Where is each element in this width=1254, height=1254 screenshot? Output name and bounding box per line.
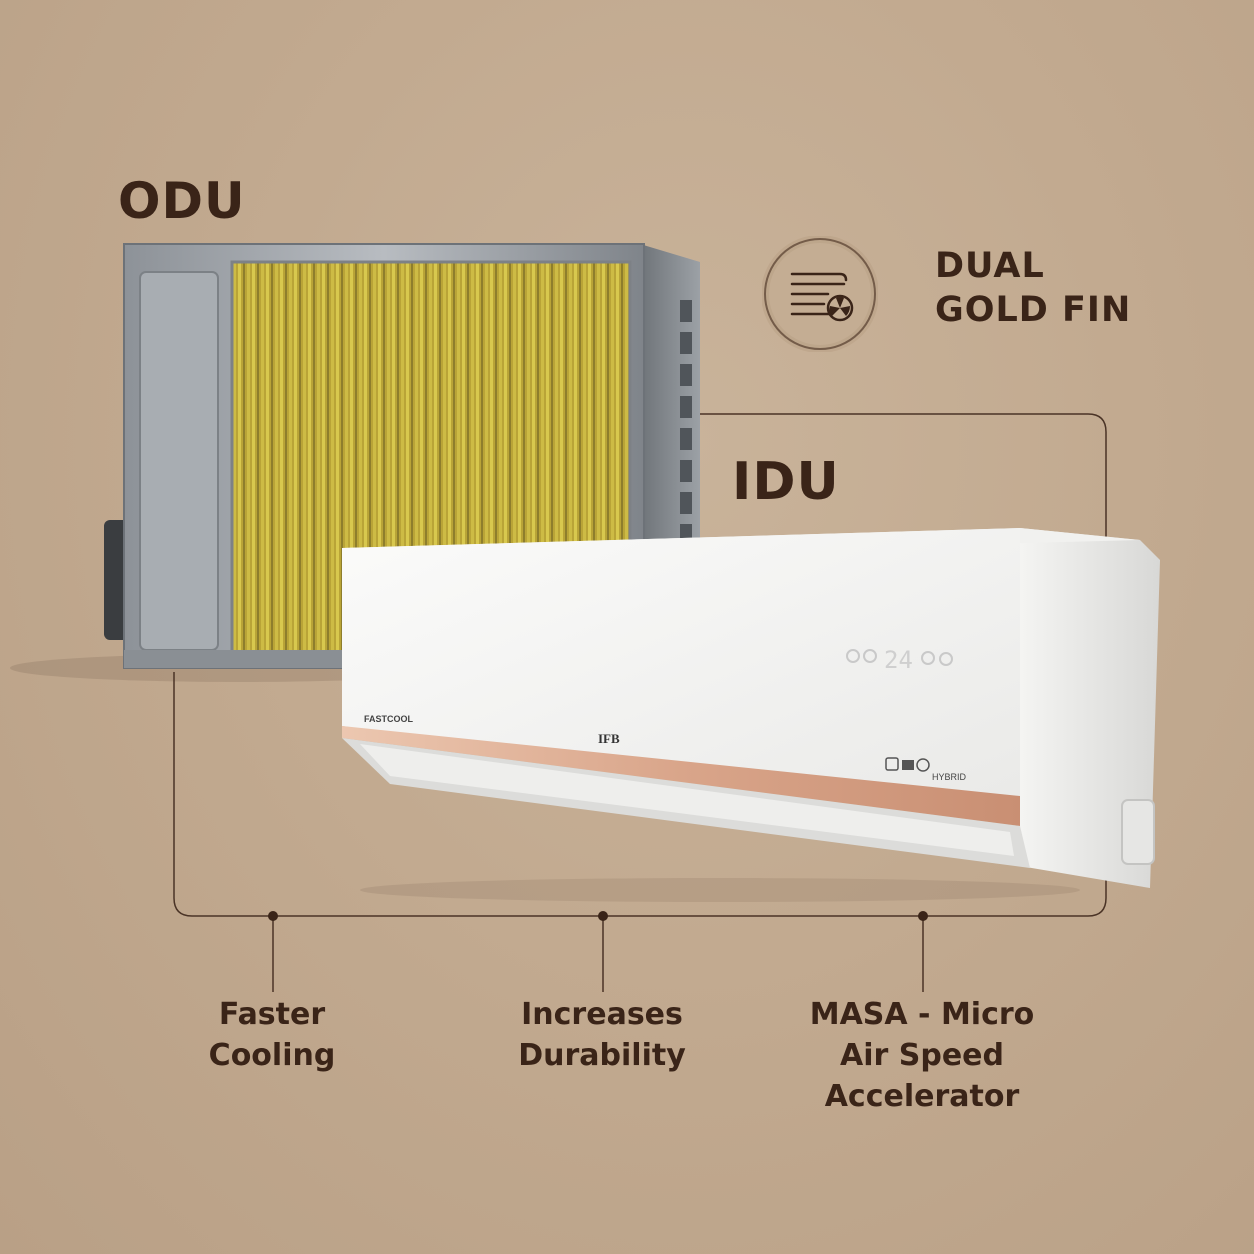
connector-lines: [173, 413, 1107, 992]
feature-3-line2: Air Speed: [840, 1038, 1004, 1073]
feature-3-line3: Accelerator: [824, 1079, 1020, 1114]
dual-gold-fin-label: DUAL GOLD FIN: [935, 244, 1131, 332]
fastcool-badge: FASTCOOL: [364, 714, 414, 724]
feature-3-line1: MASA - Micro: [809, 997, 1035, 1032]
idu-display: 24: [846, 646, 953, 674]
feature-dot-3: [918, 911, 928, 921]
idu-title: IDU: [732, 452, 840, 512]
hybrid-badge: HYBRID: [932, 772, 967, 782]
feature-masa: MASA - Micro Air Speed Accelerator: [772, 994, 1072, 1117]
indoor-unit: 24 FASTCOOL IFB HYBRID: [342, 528, 1160, 888]
feature-1-line2: Cooling: [208, 1038, 336, 1073]
display-temperature: 24: [884, 646, 913, 674]
feature-1-line1: Faster: [218, 997, 326, 1032]
feature-2-line1: Increases: [521, 997, 683, 1032]
brand-logo: IFB: [598, 731, 620, 746]
dual-gold-fin-line2: GOLD FIN: [935, 290, 1132, 330]
feature-faster-cooling: Faster Cooling: [122, 994, 422, 1076]
odu-title: ODU: [118, 172, 246, 230]
feature-2-line2: Durability: [518, 1038, 686, 1073]
dual-gold-fin-line1: DUAL: [935, 246, 1045, 286]
coil-fan-icon: [762, 236, 878, 352]
feature-increases-durability: Increases Durability: [452, 994, 752, 1076]
feature-dot-2: [598, 911, 608, 921]
hybrid-badge-icons: [885, 757, 930, 772]
feature-dot-1: [268, 911, 278, 921]
